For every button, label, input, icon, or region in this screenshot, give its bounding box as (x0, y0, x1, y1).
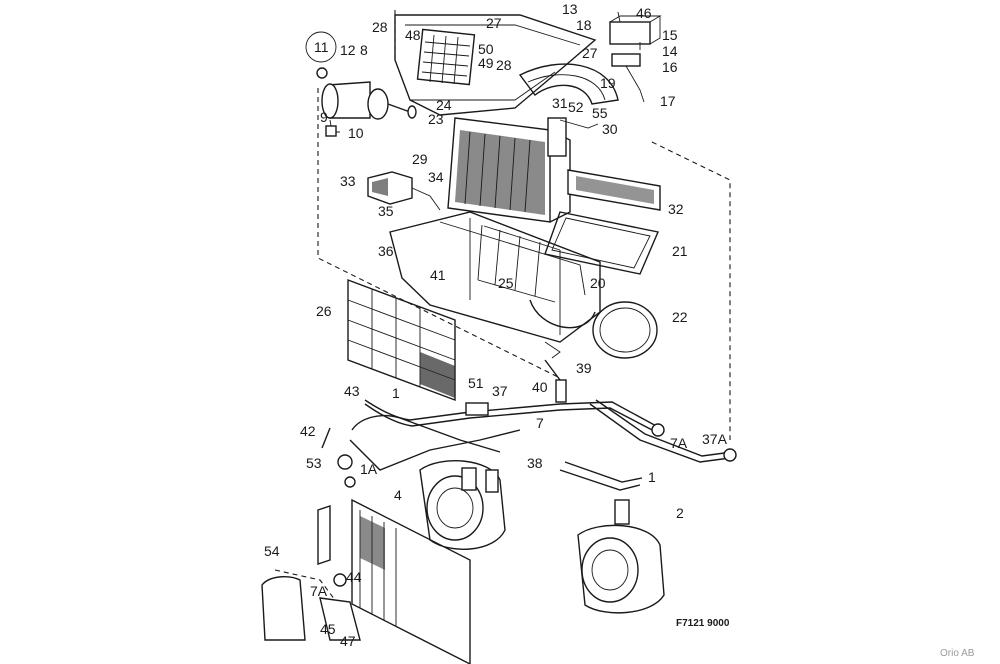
actuator-motor (367, 171, 441, 211)
callout-50: 50 (478, 41, 494, 57)
callout-51: 51 (468, 375, 484, 391)
callout-46: 46 (636, 5, 652, 21)
callout-38: 38 (527, 455, 543, 471)
callout-7A: 7A (670, 435, 688, 451)
compressor-left (419, 460, 506, 550)
lower-housing (389, 211, 601, 359)
callout-7Ab: 7A (310, 583, 328, 599)
callout-27b: 27 (582, 45, 598, 61)
grille-panel (347, 278, 456, 402)
compressor-right (559, 461, 665, 614)
callout-33: 33 (340, 173, 356, 189)
callout-7: 7 (536, 415, 544, 431)
heater-core (447, 117, 599, 223)
callout-37A: 37A (702, 431, 728, 447)
callout-26: 26 (316, 303, 332, 319)
filter-element (567, 169, 661, 211)
callout-30: 30 (602, 121, 618, 137)
filter-frame (544, 211, 659, 275)
callout-41: 41 (430, 267, 446, 283)
callout-48: 48 (405, 27, 421, 43)
callout-40: 40 (532, 379, 548, 395)
callout-10: 10 (348, 125, 364, 141)
callout-22: 22 (672, 309, 688, 325)
callout-27: 27 (486, 15, 502, 31)
callout-21: 21 (672, 243, 688, 259)
callout-39: 39 (576, 360, 592, 376)
callout-8: 8 (360, 42, 368, 58)
callout-34: 34 (428, 169, 444, 185)
callout-25: 25 (498, 275, 514, 291)
callout-labels: 11 12 8 9 10 28 48 50 49 28 27 13 18 27 … (264, 1, 728, 649)
callout-35: 35 (378, 203, 394, 219)
drawing-code: F7121 9000 (676, 618, 730, 629)
callout-52: 52 (568, 99, 584, 115)
callout-43: 43 (344, 383, 360, 399)
callout-17: 17 (660, 93, 676, 109)
refrigerant-lines (321, 359, 737, 488)
callout-44: 44 (346, 569, 362, 585)
callout-29: 29 (412, 151, 428, 167)
receiver-bracket (261, 569, 361, 641)
callout-49: 49 (478, 55, 494, 71)
callout-9: 9 (320, 109, 328, 125)
condenser (317, 498, 471, 664)
callout-12: 12 (340, 42, 356, 58)
callout-37: 37 (492, 383, 508, 399)
credit-label: Orio AB (940, 648, 975, 659)
callout-55: 55 (592, 105, 608, 121)
callout-16: 16 (662, 59, 678, 75)
callout-28b: 28 (496, 57, 512, 73)
callout-28: 28 (372, 19, 388, 35)
callout-18: 18 (576, 17, 592, 33)
callout-42: 42 (300, 423, 316, 439)
callout-24: 24 (436, 97, 452, 113)
callout-4: 4 (394, 487, 402, 503)
callout-54: 54 (264, 543, 280, 559)
callout-1: 1 (392, 385, 400, 401)
callout-19: 19 (600, 75, 616, 91)
callout-1A: 1A (360, 461, 378, 477)
callout-36: 36 (378, 243, 394, 259)
callout-15: 15 (662, 27, 678, 43)
callout-53: 53 (306, 455, 322, 471)
callout-23: 23 (428, 111, 444, 127)
callout-2: 2 (676, 505, 684, 521)
control-unit (609, 11, 662, 103)
callout-45: 45 (320, 621, 336, 637)
blower-motor (316, 67, 417, 137)
callout-13: 13 (562, 1, 578, 17)
callout-14: 14 (662, 43, 678, 59)
callout-32: 32 (668, 201, 684, 217)
upper-housing (394, 14, 619, 116)
callout-31: 31 (552, 95, 568, 111)
callout-20: 20 (590, 275, 606, 291)
callout-11: 11 (314, 39, 329, 55)
callout-47: 47 (340, 633, 356, 649)
callout-ring (305, 31, 337, 63)
reference-lines (317, 10, 731, 440)
sealing-ring (592, 301, 658, 359)
callout-1b: 1 (648, 469, 656, 485)
